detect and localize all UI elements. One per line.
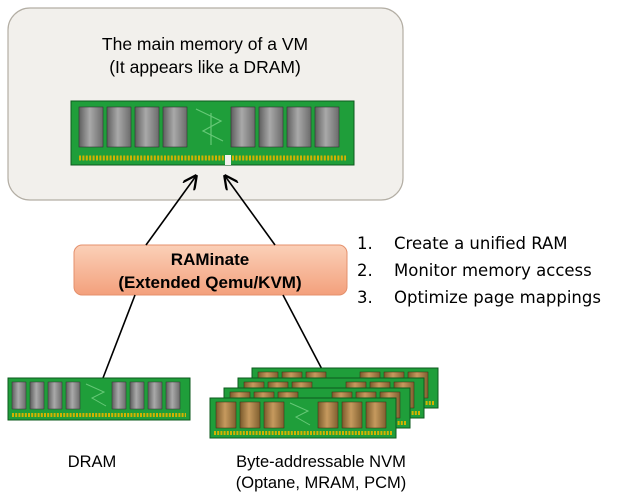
arrow-to-vm-left (145, 176, 196, 246)
step-number: 1. (357, 234, 373, 253)
vm-box-title-line1: The main memory of a VM (102, 34, 308, 54)
link-nvm (282, 294, 326, 376)
step-text: Optimize page mappings (394, 288, 601, 307)
step-number: 3. (357, 288, 373, 307)
nvm-label-line1: Byte-addressable NVM (236, 453, 406, 471)
link-dram (102, 294, 136, 379)
nvm-label-line2: (Optane, MRAM, PCM) (236, 474, 407, 492)
step-text: Monitor memory access (394, 261, 592, 280)
step-text: Create a unified RAM (394, 234, 568, 253)
steps-list: 1. Create a unified RAM 2. Monitor memor… (357, 234, 601, 307)
raminate-subtitle: (Extended Qemu/KVM) (118, 273, 301, 292)
raminate-box (73, 244, 348, 296)
raminate-title: RAMinate (171, 250, 249, 269)
arrow-to-vm-right (225, 176, 276, 246)
step-number: 2. (357, 261, 373, 280)
dram-label: DRAM (68, 453, 117, 471)
nvm-module-stack-icon (209, 367, 439, 439)
vm-ram-module-icon (70, 100, 355, 166)
vm-box-title-line2: (It appears like a DRAM) (109, 57, 301, 77)
dram-module-icon (7, 377, 191, 421)
